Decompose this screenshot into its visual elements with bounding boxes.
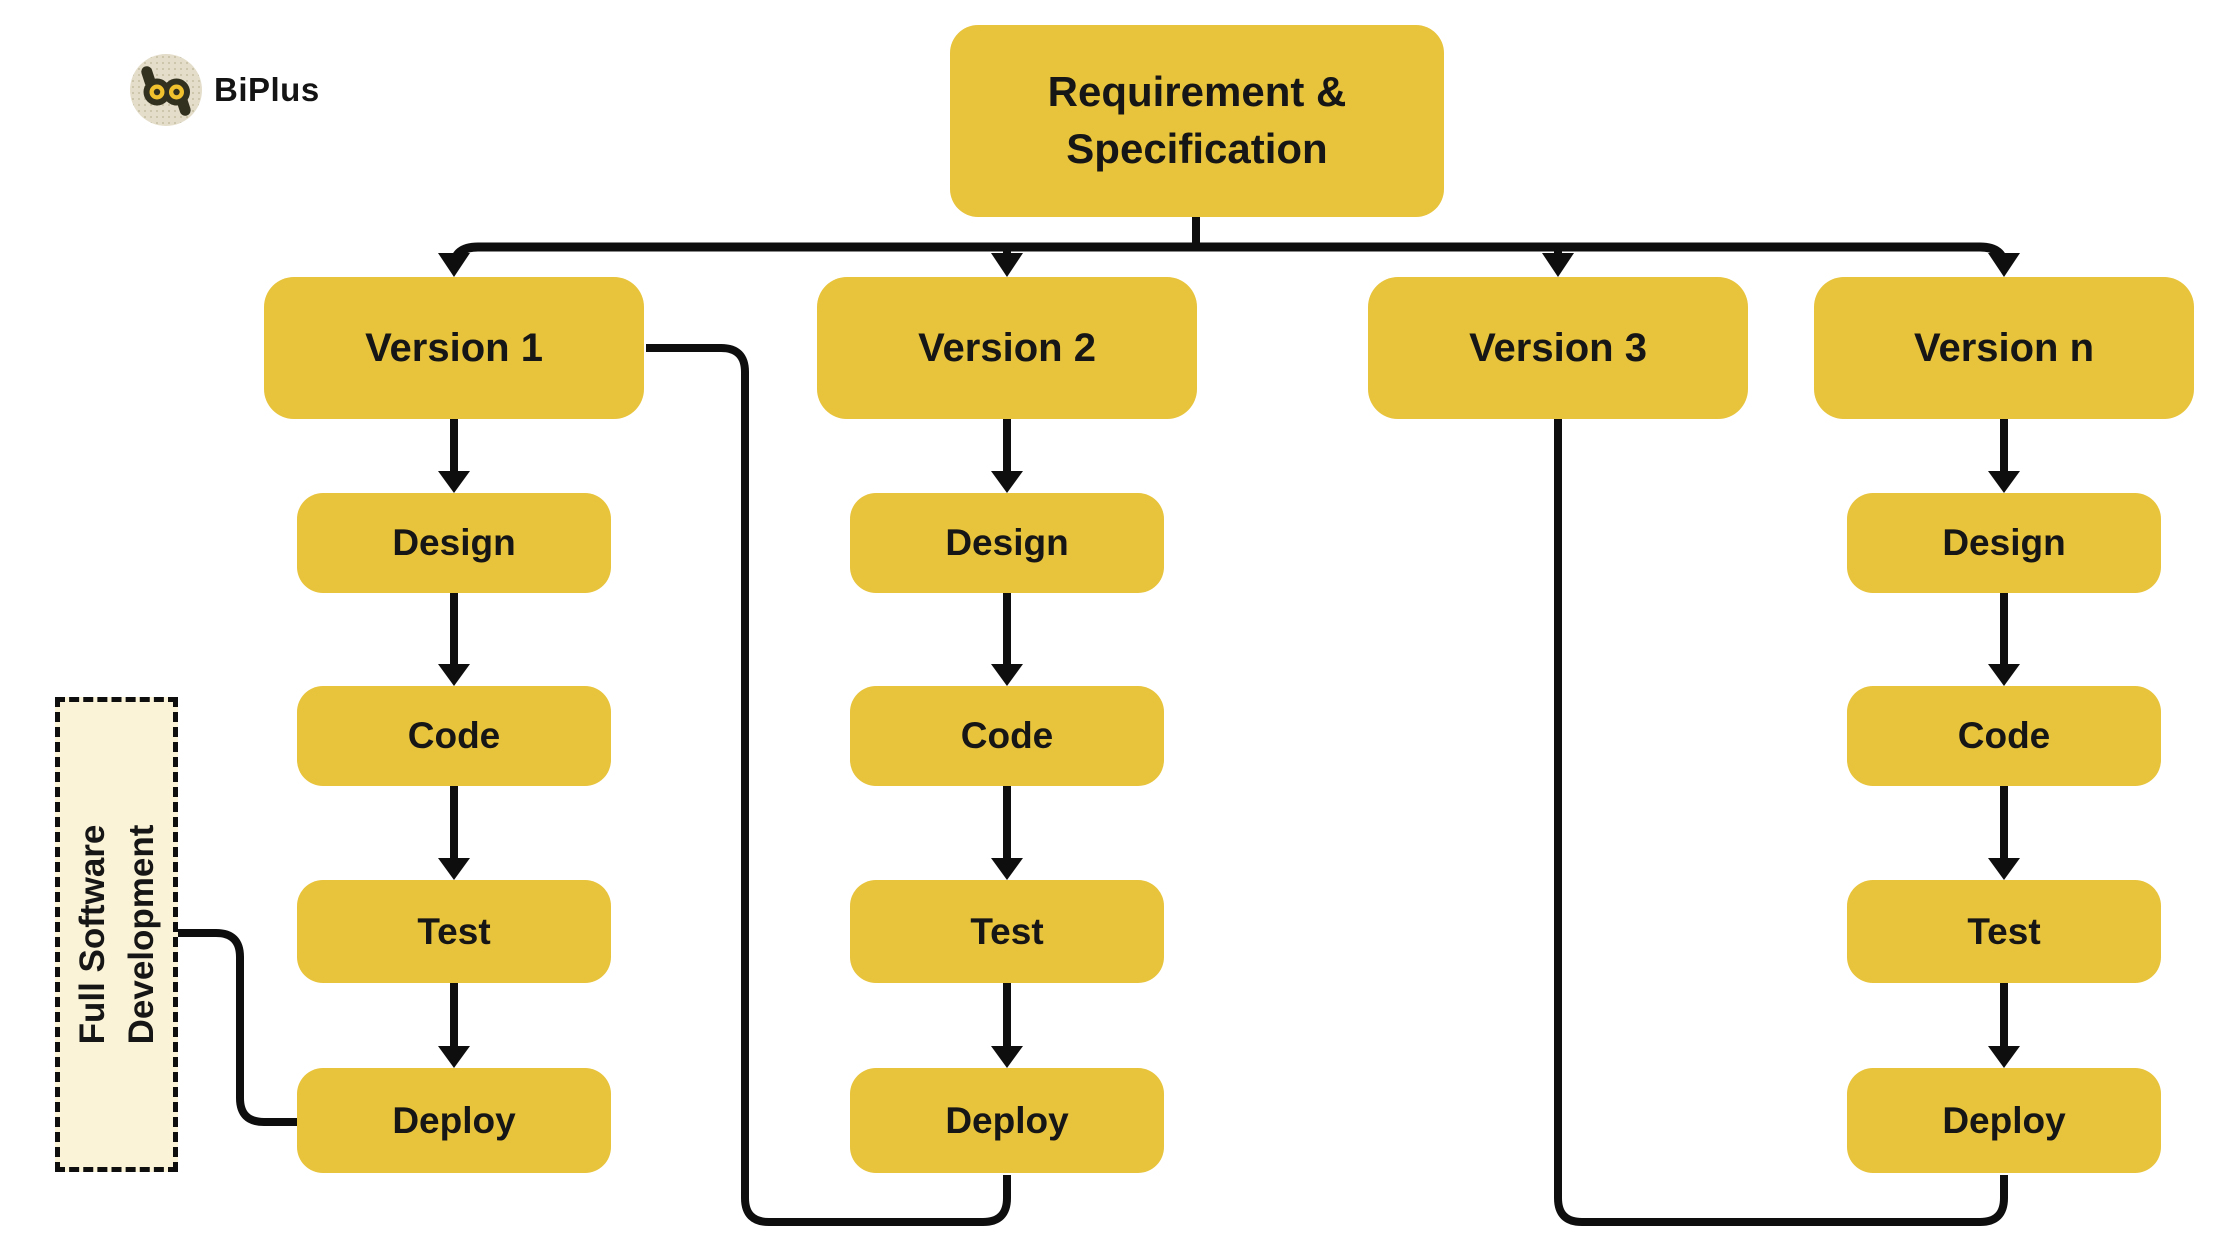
connector-annotation-to-v1-deploy: [178, 929, 299, 1126]
arrowhead-vn-design: [1988, 471, 2020, 493]
annotation-label: Full Software Development: [55, 697, 178, 1172]
node-version-3: Version 3: [1368, 277, 1748, 419]
node-v1-test: Test: [297, 880, 611, 983]
arrowhead-vn-code: [1988, 664, 2020, 686]
connector-top-rail: [449, 242, 2009, 268]
node-v2-code: Code: [850, 686, 1164, 786]
node-v1-deploy: Deploy: [297, 1068, 611, 1173]
node-v2-design: Design: [850, 493, 1164, 593]
connector-v1-loop-to-v2-deploy: [646, 344, 1011, 1226]
arrowhead-v2-test: [991, 858, 1023, 880]
node-version-n: Version n: [1814, 277, 2194, 419]
arrowhead-vn-deploy: [1988, 1046, 2020, 1068]
node-v1-design: Design: [297, 493, 611, 593]
connector-v3-loop-to-vn-deploy: [1554, 419, 2008, 1226]
brand-logo: BiPlus: [130, 54, 320, 126]
node-v1-code: Code: [297, 686, 611, 786]
arrowhead-v1-code: [438, 664, 470, 686]
annotation-full-software-development: [55, 697, 178, 1172]
node-v2-test: Test: [850, 880, 1164, 983]
node-v2-deploy: Deploy: [850, 1068, 1164, 1173]
arrowhead-v2-deploy: [991, 1046, 1023, 1068]
node-vn-design: Design: [1847, 493, 2161, 593]
node-version-1: Version 1: [264, 277, 644, 419]
annotation-line-2: Development: [121, 824, 161, 1045]
node-vn-code: Code: [1847, 686, 2161, 786]
node-version-2: Version 2: [817, 277, 1197, 419]
annotation-line-1: Full Software: [72, 824, 112, 1045]
arrowhead-version-3: [1542, 253, 1574, 277]
arrowhead-version-2: [991, 253, 1023, 277]
node-requirement-specification: Requirement & Specification: [950, 25, 1444, 217]
arrowhead-v2-design: [991, 471, 1023, 493]
arrowhead-version-1: [438, 253, 470, 277]
arrowhead-v1-test: [438, 858, 470, 880]
node-vn-deploy: Deploy: [1847, 1068, 2161, 1173]
arrowhead-vn-test: [1988, 858, 2020, 880]
owl-icon: [130, 54, 202, 126]
node-vn-test: Test: [1847, 880, 2161, 983]
arrowhead-version-n: [1988, 253, 2020, 277]
arrowhead-v1-deploy: [438, 1046, 470, 1068]
arrowhead-v1-design: [438, 471, 470, 493]
brand-name: BiPlus: [214, 71, 320, 108]
arrowhead-v2-code: [991, 664, 1023, 686]
